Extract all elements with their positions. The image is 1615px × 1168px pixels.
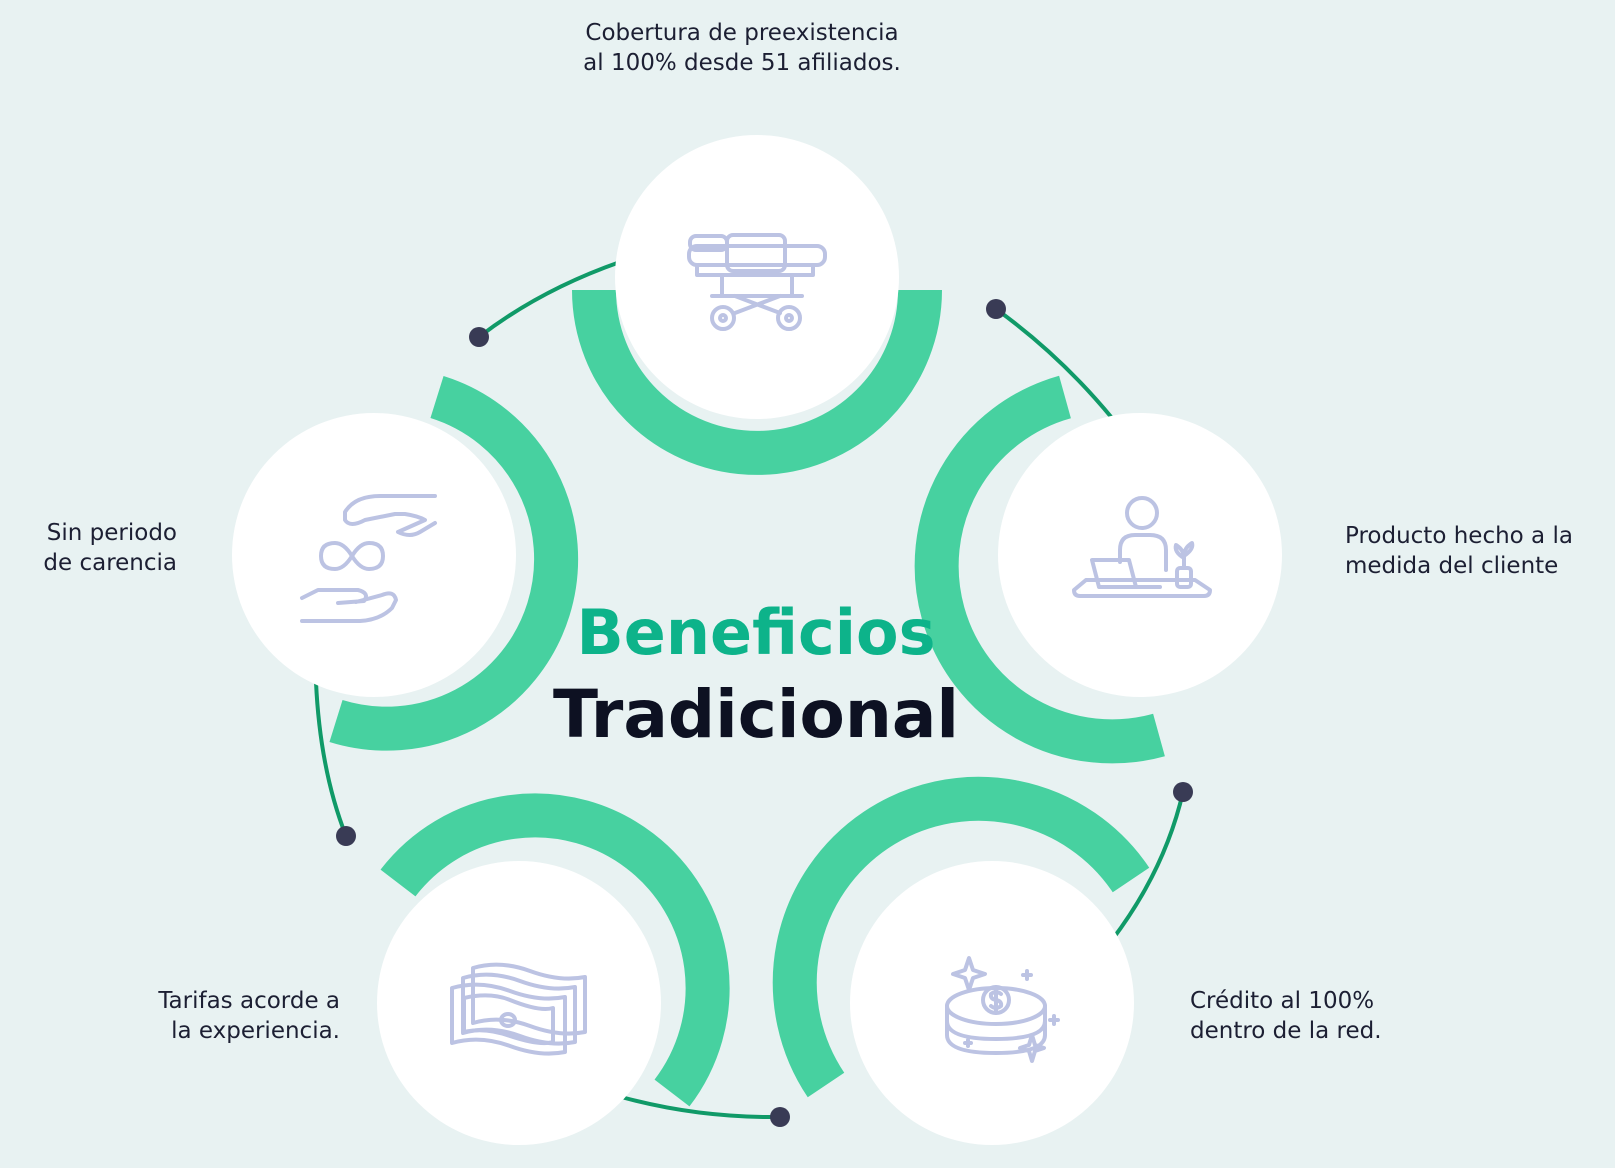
ring-segment-bottom-left bbox=[380, 793, 730, 1107]
benefit-label-line: la experiencia. bbox=[171, 1018, 340, 1044]
connector-dot bbox=[1173, 782, 1193, 802]
money-bills-icon bbox=[450, 962, 587, 1056]
connector-bottom bbox=[623, 1096, 782, 1120]
benefit-label-5: Sin periodo de carencia bbox=[43, 518, 177, 578]
stretcher-icon bbox=[687, 233, 827, 331]
connector-dot bbox=[770, 1107, 790, 1127]
connector-top-left bbox=[477, 260, 622, 339]
connector-dot bbox=[986, 299, 1006, 319]
benefit-label-1: Cobertura de preexistencia al 100% desde… bbox=[542, 18, 942, 78]
hands-infinity-icon bbox=[300, 494, 437, 623]
ring-segment-bottom-right bbox=[772, 776, 1150, 1098]
benefit-label-line: medida del cliente bbox=[1345, 553, 1559, 579]
benefit-label-line: dentro de la red. bbox=[1190, 1018, 1382, 1044]
benefit-label-line: Crédito al 100% bbox=[1190, 988, 1375, 1014]
benefit-label-3: Crédito al 100% dentro de la red. bbox=[1190, 986, 1382, 1046]
benefit-label-line: al 100% desde 51 afiliados. bbox=[583, 50, 901, 76]
ring-segment-left bbox=[329, 376, 579, 751]
connector-dot bbox=[469, 327, 489, 347]
person-laptop-icon bbox=[1072, 496, 1212, 598]
benefit-label-line: Tarifas acorde a bbox=[158, 988, 340, 1014]
benefit-label-line: de carencia bbox=[43, 550, 177, 576]
benefit-label-line: Cobertura de preexistencia bbox=[585, 20, 899, 46]
ring-segment-right bbox=[914, 375, 1165, 764]
benefit-circle-2 bbox=[998, 413, 1282, 697]
coins-sparkle-icon bbox=[945, 956, 1060, 1063]
connector-right-bottom bbox=[1110, 790, 1185, 942]
connector-dot bbox=[336, 826, 356, 846]
benefit-label-2: Producto hecho a la medida del cliente bbox=[1345, 521, 1573, 581]
benefit-label-4: Tarifas acorde a la experiencia. bbox=[158, 986, 340, 1046]
benefit-label-line: Sin periodo bbox=[46, 520, 177, 546]
title-tradicional: Tradicional bbox=[553, 676, 959, 753]
connector-top-right bbox=[994, 307, 1114, 420]
benefit-circle-5 bbox=[232, 413, 516, 697]
benefit-circle-3 bbox=[850, 861, 1134, 1145]
ring-segment-top bbox=[572, 289, 942, 475]
benefit-label-line: Producto hecho a la bbox=[1345, 523, 1573, 549]
title-beneficios: Beneficios bbox=[576, 596, 936, 669]
connector-left bbox=[314, 680, 348, 838]
